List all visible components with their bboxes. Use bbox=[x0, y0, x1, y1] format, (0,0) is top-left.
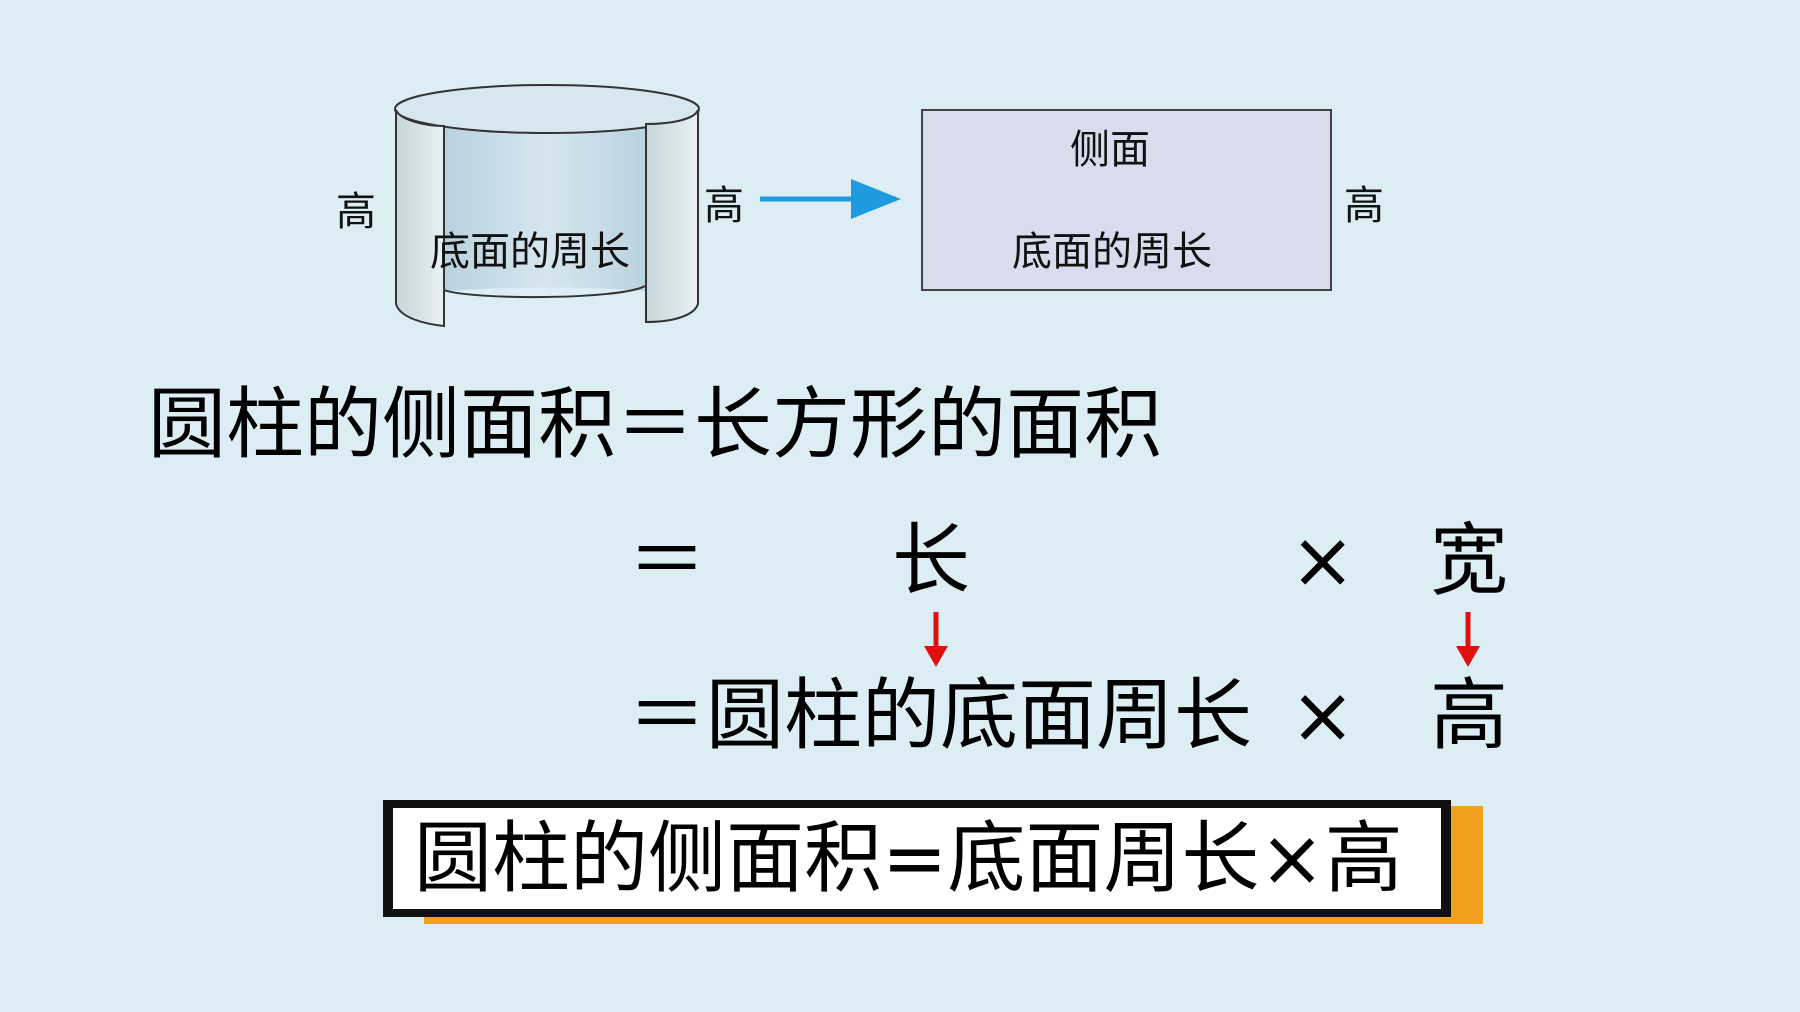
cylinder-height-label-right: 高 bbox=[704, 183, 744, 229]
equation-line-2-width: 宽 bbox=[1430, 516, 1509, 606]
equation-line-2-equals: ＝ bbox=[628, 516, 707, 606]
equation-line-3-times: × bbox=[1290, 671, 1356, 761]
unrolled-cylinder bbox=[394, 84, 700, 328]
rectangle-height-label: 高 bbox=[1344, 183, 1384, 229]
lateral-surface-rectangle bbox=[921, 109, 1332, 291]
summary-formula: 圆柱的侧面积=底面周长×高 bbox=[414, 814, 1403, 904]
equation-line-1: 圆柱的侧面积＝长方形的面积 bbox=[148, 380, 1163, 470]
equation-line-3-perimeter: ＝圆柱的底面周长 bbox=[628, 671, 1253, 761]
cylinder-height-label-left: 高 bbox=[336, 189, 376, 235]
equation-line-2-length: 长 bbox=[892, 516, 971, 606]
summary-box bbox=[383, 800, 1451, 917]
rectangle-side-label: 侧面 bbox=[1070, 127, 1150, 173]
down-arrow-width bbox=[1456, 612, 1480, 667]
rectangle-base-perimeter-label: 底面的周长 bbox=[1012, 229, 1212, 275]
down-arrow-length bbox=[924, 612, 948, 667]
equation-line-2-times: × bbox=[1290, 516, 1356, 606]
equation-line-3-height: 高 bbox=[1430, 671, 1509, 761]
cylinder-base-perimeter-label: 底面的周长 bbox=[430, 229, 630, 275]
